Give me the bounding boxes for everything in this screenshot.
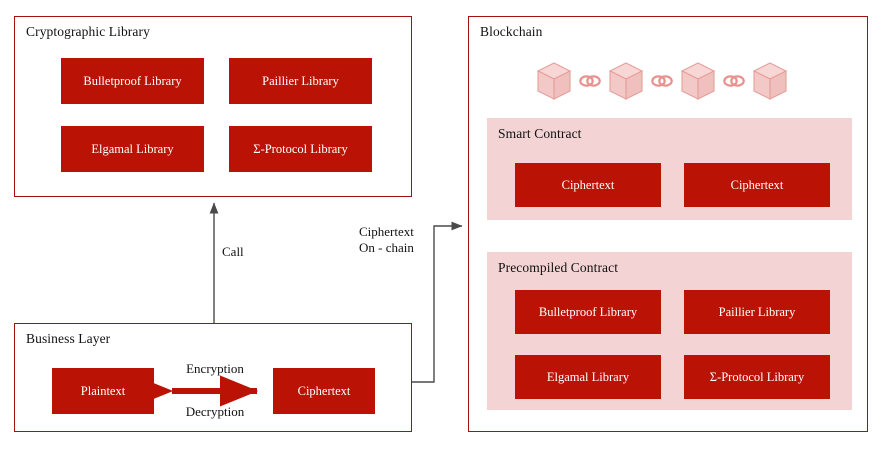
crypto-box-bulletproof-library[interactable]: Bulletproof Library xyxy=(61,58,204,104)
arrow-ciphertext-on-chain xyxy=(412,221,463,383)
blockchain-title: Blockchain xyxy=(480,24,543,39)
smart-contract-title: Smart Contract xyxy=(498,126,582,141)
chain-link-icon xyxy=(578,73,602,89)
encryption-label: Encryption xyxy=(186,361,244,376)
smart-contract-box-ciphertext-1[interactable]: Ciphertext xyxy=(515,163,661,207)
precompiled-contract-title: Precompiled Contract xyxy=(498,260,619,275)
call-label: Call xyxy=(222,244,244,259)
ciphertext-onchain-label: Ciphertext On - chain xyxy=(359,224,414,257)
blockchain-chain-row xyxy=(534,60,790,102)
chain-link-icon xyxy=(650,73,674,89)
cube-icon xyxy=(606,60,646,102)
cube-icon xyxy=(534,60,574,102)
precompiled-box-bulletproof-library[interactable]: Bulletproof Library xyxy=(515,290,661,334)
precompiled-box-paillier-library[interactable]: Paillier Library xyxy=(684,290,830,334)
crypto-box-paillier-library[interactable]: Paillier Library xyxy=(229,58,372,104)
business-box-ciphertext[interactable]: Ciphertext xyxy=(273,368,375,414)
precompiled-box-elgamal-library[interactable]: Elgamal Library xyxy=(515,355,661,399)
ciphertext-onchain-line1: Ciphertext xyxy=(359,224,414,239)
precompiled-box-sigma-protocol-library[interactable]: Σ-Protocol Library xyxy=(684,355,830,399)
cube-icon xyxy=(678,60,718,102)
decryption-label: Decryption xyxy=(185,404,245,419)
crypto-box-elgamal-library[interactable]: Elgamal Library xyxy=(61,126,204,172)
cube-icon xyxy=(750,60,790,102)
smart-contract-box-ciphertext-2[interactable]: Ciphertext xyxy=(684,163,830,207)
business-box-plaintext[interactable]: Plaintext xyxy=(52,368,154,414)
business-layer-title: Business Layer xyxy=(26,331,111,346)
ciphertext-onchain-line2: On - chain xyxy=(359,240,414,256)
cryptographic-library-title: Cryptographic Library xyxy=(26,24,150,39)
crypto-box-sigma-protocol-library[interactable]: Σ-Protocol Library xyxy=(229,126,372,172)
chain-link-icon xyxy=(722,73,746,89)
